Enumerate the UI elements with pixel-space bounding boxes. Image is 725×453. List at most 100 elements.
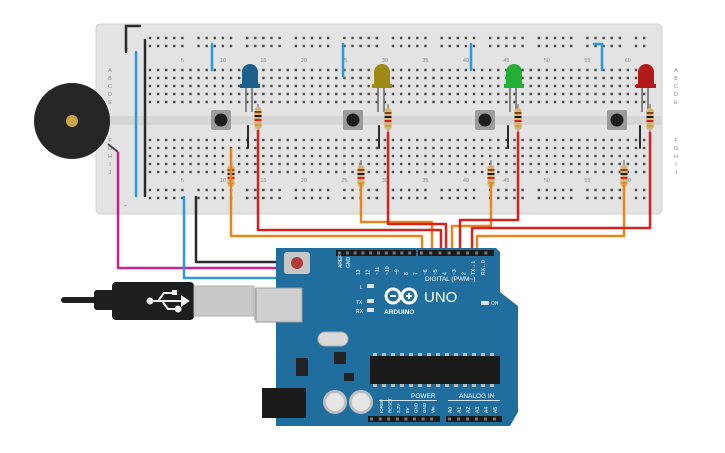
digital-pin-label: 12 [366,269,372,275]
small-chip-2 [344,373,354,381]
digital-header[interactable] [336,250,494,256]
row-label: A [108,68,112,74]
row-label: F [674,138,678,144]
pushbutton-2[interactable] [343,110,363,130]
power-pin-label: GND [422,402,427,413]
column-label: 30 [382,178,388,184]
resistor-led-3[interactable] [514,104,522,134]
led-green[interactable] [504,64,524,112]
breadboard-holes [148,36,646,200]
reset-button[interactable] [284,252,310,274]
digital-pin-label: 4 [442,272,448,275]
column-label: 60 [625,58,631,64]
column-label: 25 [341,178,347,184]
analog-pin-label: A3 [475,407,481,413]
gnd-label: GND [346,257,352,269]
digital-pin-label: ~6 [423,269,429,275]
power-label: POWER [411,393,436,400]
breadboard-column-labels: 5510101515202025253030353540404545505055… [181,58,631,184]
led-blue[interactable] [240,64,260,112]
power-header[interactable] [368,416,440,422]
capacitor-2 [349,390,373,414]
row-label: J [675,170,678,176]
analog-pin-label: A2 [466,407,472,413]
analog-pin-label: A4 [484,407,490,413]
usb-port [255,287,303,323]
digital-pin-label: 7 [414,272,420,275]
led-rx [367,308,374,312]
aref-label: AREF [338,255,344,268]
column-label: 60 [625,178,631,184]
digital-pin-label: ~11 [375,267,381,275]
regulator [296,358,308,376]
column-label: 25 [341,58,347,64]
column-label: 45 [503,178,509,184]
digital-pin-label: 13 [356,269,362,275]
row-label: G [674,146,678,152]
column-label: 5 [181,178,184,184]
crystal [317,331,349,347]
row-label: A [674,68,678,74]
led-tx [367,299,374,303]
analog-pin-label: A1 [457,407,463,413]
power-pin-label: IOREF [379,399,384,413]
pushbutton-1[interactable] [211,110,231,130]
led-yellow[interactable] [372,64,392,112]
column-label: 10 [220,58,226,64]
power-pin-label: 3.3V [396,404,401,413]
column-label: 20 [301,58,307,64]
column-label: 55 [584,58,590,64]
row-label: I [675,162,677,168]
resistor-led-2[interactable] [384,104,392,134]
row-label: H [674,154,678,160]
arduino-logo-icon [384,287,418,305]
row-label: H [108,154,112,160]
column-label: 40 [463,58,469,64]
led-on-label: ON [491,301,499,307]
led-red[interactable] [636,64,656,112]
column-label: 15 [260,58,266,64]
power-jack[interactable] [262,388,306,418]
atmega-chip [370,353,500,387]
column-label: 45 [503,58,509,64]
digital-pin-label: RX←0 [481,260,487,275]
row-label: I [109,162,111,168]
digital-pin-label: ~10 [385,266,391,275]
row-label: G [108,146,112,152]
row-label: E [674,100,678,106]
digital-pin-label: ~3 [452,269,458,275]
capacitor-1 [323,390,347,414]
power-pin-label: GND [413,402,418,413]
pushbutton-3[interactable] [475,110,495,130]
column-label: 15 [260,178,266,184]
digital-pin-label: ~9 [394,269,400,275]
digital-pin-label: ~5 [433,269,439,275]
breadboard-jumpers [124,24,641,198]
column-label: 50 [544,178,550,184]
analog-header[interactable] [446,416,502,422]
row-label: D [108,92,112,98]
column-label: 55 [584,178,590,184]
row-label: D [674,92,678,98]
led-tx-label: TX [356,300,363,306]
led-on [481,301,489,305]
resistor-led-1[interactable] [254,104,262,132]
usb-icon [146,290,190,313]
row-label: E [108,100,112,106]
digital-pin-label: 2 [462,272,468,275]
column-label: 20 [301,178,307,184]
piezo-buzzer[interactable] [34,83,119,159]
row-label: F [108,138,112,144]
analog-pin-label: A0 [448,407,454,413]
power-pin-label: 5V [405,407,410,413]
resistor-led-4[interactable] [646,104,654,134]
small-chip [334,352,346,364]
pushbutton-4[interactable] [607,110,627,130]
row-label: B [674,76,678,82]
column-label: 10 [220,178,226,184]
led-rx-label: RX [356,309,364,315]
